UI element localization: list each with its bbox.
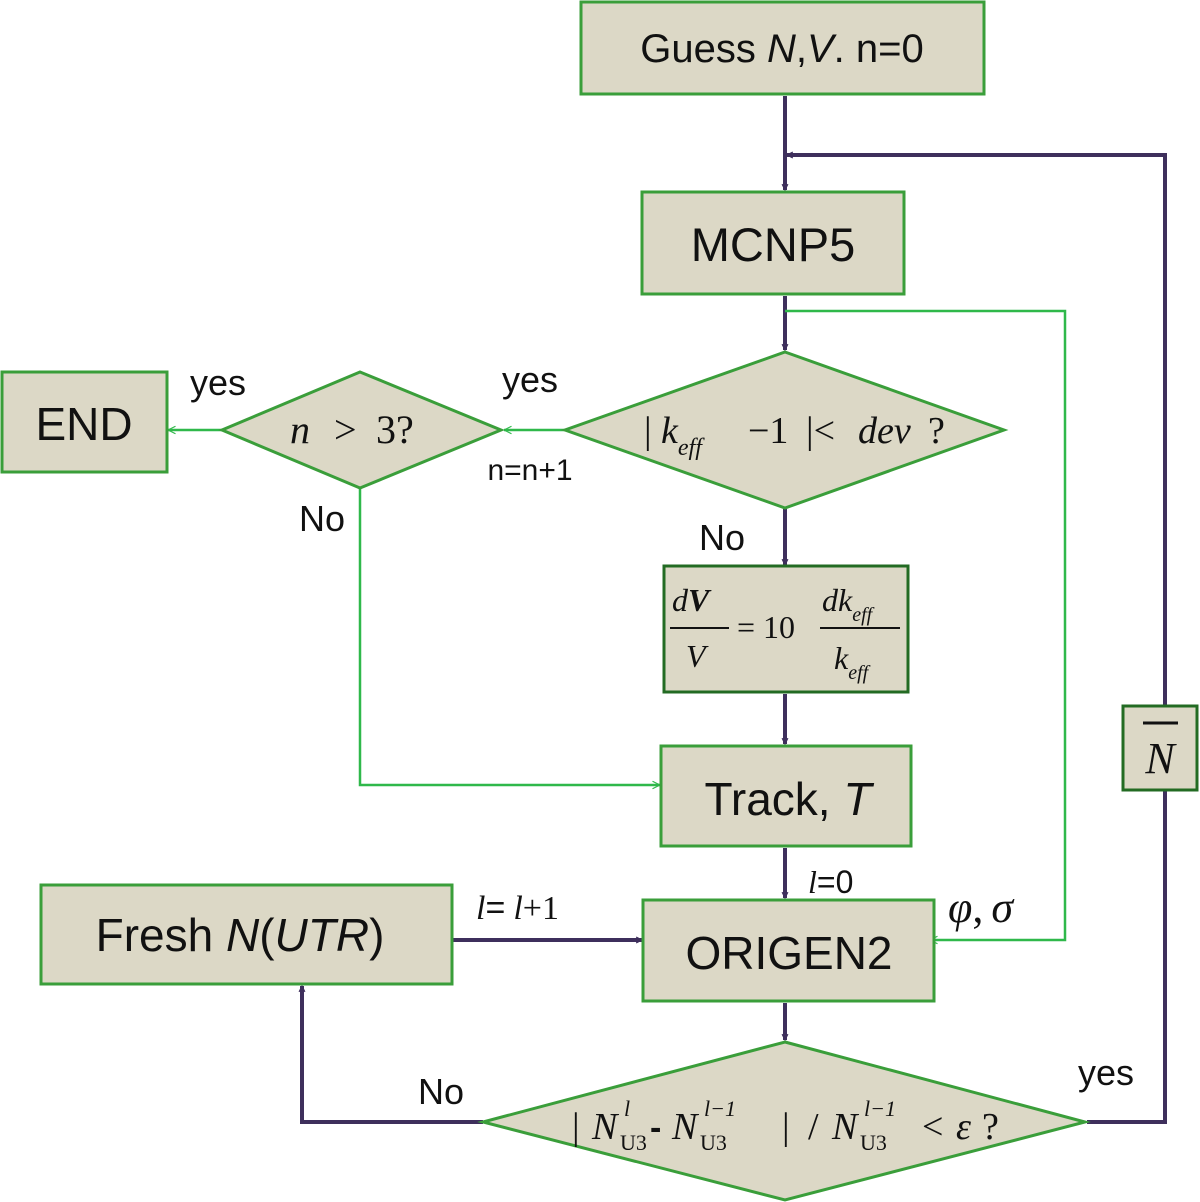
n-check-formula: n > 3? xyxy=(290,407,414,452)
yes-end-label: yes xyxy=(190,362,246,403)
n-check-diamond: n > 3? xyxy=(218,370,505,490)
end-box: END xyxy=(0,370,169,474)
n-bar-label: N xyxy=(1144,734,1177,783)
svg-text:dkeff: dkeff xyxy=(822,582,875,626)
arrow-mcnp5-flux-to-origen2 xyxy=(785,309,1067,940)
track-box: Track, T xyxy=(659,744,913,848)
svg-text:/: / xyxy=(808,1106,819,1148)
svg-text:N: N xyxy=(591,1106,620,1148)
svg-text:N: N xyxy=(831,1106,860,1148)
svg-text:n: n xyxy=(290,407,310,452)
svg-text:l−1: l−1 xyxy=(704,1096,736,1121)
svg-text:l: l xyxy=(624,1096,630,1121)
track-label: Track, T xyxy=(705,773,875,825)
svg-text:keff: keff xyxy=(661,410,705,461)
yes-keff-label: yes xyxy=(502,359,558,400)
end-label: END xyxy=(35,398,132,450)
svg-text:keff: keff xyxy=(834,640,871,684)
svg-text:= 10: = 10 xyxy=(737,609,795,645)
guess-label: Guess N,V. n=0 xyxy=(640,27,924,71)
arrow-n-no-to-track xyxy=(358,488,660,785)
arrow-nbar-feedback xyxy=(1087,790,1167,1124)
fresh-box: Fresh N(UTR) xyxy=(39,883,454,986)
svg-text:−1: −1 xyxy=(748,410,788,452)
svg-text:l=0: l=0 xyxy=(808,864,853,900)
guess-box: Guess N,V. n=0 xyxy=(579,0,986,96)
svg-text:3?: 3? xyxy=(376,407,414,452)
svg-text:V: V xyxy=(686,638,709,674)
volume-update-box: dV V = 10 dkeff keff xyxy=(662,564,910,694)
svg-text:l=l+1: l=l+1 xyxy=(476,889,559,927)
u3-check-diamond: | N l U3 - N l−1 U3 | / N l−1 U3 < ε ? xyxy=(477,1040,1091,1202)
svg-text:?: ? xyxy=(982,1106,999,1148)
phi-sigma-label: φ,σ xyxy=(948,883,1015,932)
svg-text:|: | xyxy=(644,410,652,452)
svg-text:U3: U3 xyxy=(860,1130,887,1155)
no-keff-label: No xyxy=(699,517,745,558)
yes-u3-label: yes xyxy=(1078,1052,1134,1093)
svg-text:U3: U3 xyxy=(620,1130,647,1155)
arrow-u3-no-to-fresh xyxy=(302,986,483,1124)
svg-text:φ,σ: φ,σ xyxy=(948,883,1015,932)
svg-text:|: | xyxy=(572,1106,580,1148)
volume-update-formula: dV V = 10 dkeff keff xyxy=(670,582,900,684)
n-increment-label: n=n+1 xyxy=(487,454,572,487)
svg-text:N: N xyxy=(671,1106,700,1148)
mcnp5-label: MCNP5 xyxy=(691,218,856,271)
svg-text:l−1: l−1 xyxy=(864,1096,896,1121)
arrow-feedback-to-mcnp5 xyxy=(787,155,1167,790)
origen2-label: ORIGEN2 xyxy=(685,927,892,979)
svg-text:dV: dV xyxy=(672,582,712,618)
l-zero-label: l=0 xyxy=(808,864,853,900)
keff-check-diamond: | keff −1 |< dev ? xyxy=(560,350,1009,510)
svg-text:?: ? xyxy=(928,410,945,452)
no-n-label: No xyxy=(299,498,345,539)
svg-text:|<: |< xyxy=(806,410,835,452)
svg-text:ε: ε xyxy=(956,1106,971,1148)
l-increment-label: l=l+1 xyxy=(476,889,559,927)
keff-check-formula: | keff −1 |< dev ? xyxy=(644,410,945,461)
svg-text:|: | xyxy=(782,1106,790,1148)
svg-text:-: - xyxy=(650,1109,661,1147)
origen2-box: ORIGEN2 xyxy=(641,898,936,1003)
fresh-label: Fresh N(UTR) xyxy=(96,909,385,961)
svg-text:dev: dev xyxy=(858,410,911,452)
svg-text:U3: U3 xyxy=(700,1130,727,1155)
mcnp5-box: MCNP5 xyxy=(640,190,906,296)
svg-text:<: < xyxy=(922,1106,943,1148)
n-bar-box: N xyxy=(1121,704,1199,792)
svg-text:>: > xyxy=(334,407,357,452)
u3-check-formula: | N l U3 - N l−1 U3 | / N l−1 U3 < ε ? xyxy=(572,1096,999,1155)
no-u3-label: No xyxy=(418,1071,464,1112)
